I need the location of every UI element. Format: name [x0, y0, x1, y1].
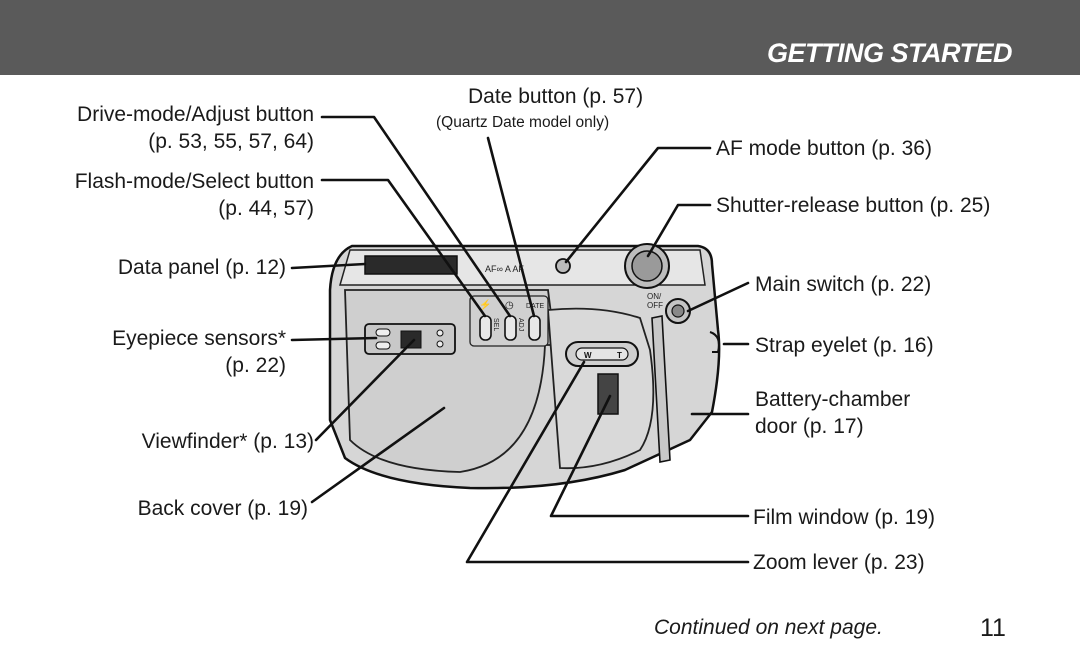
- leader-film-window: [549, 394, 750, 518]
- camera-on-text: ON/: [647, 292, 662, 301]
- af-mode-label: AF mode button (p. 36): [716, 137, 932, 160]
- flash-select-button-shape: [479, 315, 492, 341]
- camera-zoom-t-text: T: [617, 351, 622, 360]
- leader-drive-mode: [320, 115, 512, 318]
- eyepiece-sensor-left-top: [375, 328, 391, 337]
- leader-eyepiece: [290, 336, 378, 342]
- camera-zoom-w-text: W: [584, 351, 592, 360]
- drive-mode-label: Drive-mode/Adjust button: [77, 103, 314, 126]
- data-panel-label: Data panel (p. 12): [117, 256, 286, 279]
- eyepiece-sensor-left-bottom: [375, 341, 391, 350]
- page-number: 11: [980, 614, 1006, 642]
- leader-zoom-lever: [465, 360, 750, 564]
- drive-mode-pages: (p. 53, 55, 57, 64): [148, 130, 314, 153]
- eyepiece-sensors-label: Eyepiece sensors*: [112, 327, 286, 350]
- battery-chamber-label: Battery-chamber: [755, 388, 911, 411]
- strap-eyelet-shape: [709, 331, 720, 353]
- flash-symbol-icon: ⚡: [479, 298, 491, 311]
- leader-back-cover: [310, 406, 446, 504]
- leader-shutter: [646, 203, 712, 258]
- continued-note: Continued on next page.: [654, 616, 883, 639]
- leader-main-switch: [686, 281, 750, 313]
- shutter-release-label: Shutter-release button (p. 25): [716, 194, 991, 217]
- camera-af-modes-text: AF∞ A AF: [485, 264, 524, 274]
- leader-viewfinder: [314, 338, 416, 442]
- camera-off-text: OFF: [647, 301, 663, 310]
- date-button-note: (Quartz Date model only): [436, 114, 610, 131]
- leader-data-panel: [290, 262, 367, 270]
- film-window-label: Film window (p. 19): [753, 506, 936, 529]
- leader-date-button: [486, 136, 536, 318]
- leader-af-mode: [564, 146, 712, 264]
- date-button-shape: [528, 315, 541, 341]
- viewfinder-eyepiece: [400, 330, 422, 349]
- zoom-lever-label: Zoom lever (p. 23): [753, 551, 925, 574]
- film-window-shape: [597, 373, 619, 415]
- camera-adj-text: ADJ: [517, 318, 524, 331]
- eyepiece-sensors-pages: (p. 22): [225, 354, 286, 377]
- camera-date-text: DATE: [526, 303, 544, 310]
- drive-adjust-button-shape: [504, 315, 517, 341]
- battery-chamber-pages: door (p. 17): [755, 415, 864, 438]
- header-band: [0, 0, 1080, 75]
- strap-shape: [651, 315, 671, 463]
- viewfinder-label: Viewfinder* (p. 13): [141, 430, 314, 453]
- flash-mode-label: Flash-mode/Select button: [74, 170, 314, 193]
- shutter-button-inner: [631, 250, 663, 282]
- leader-flash-mode: [320, 178, 487, 318]
- back-cover-label: Back cover (p. 19): [137, 497, 308, 520]
- strap-eyelet-label: Strap eyelet (p. 16): [755, 334, 934, 357]
- camera-sel-text: SEL: [492, 318, 499, 331]
- section-title: GETTING STARTED: [766, 38, 1013, 68]
- flash-mode-pages: (p. 44, 57): [218, 197, 314, 220]
- timer-symbol-icon: ◷: [505, 300, 514, 311]
- main-switch-label: Main switch (p. 22): [755, 273, 932, 296]
- date-button-label: Date button (p. 57): [468, 85, 644, 108]
